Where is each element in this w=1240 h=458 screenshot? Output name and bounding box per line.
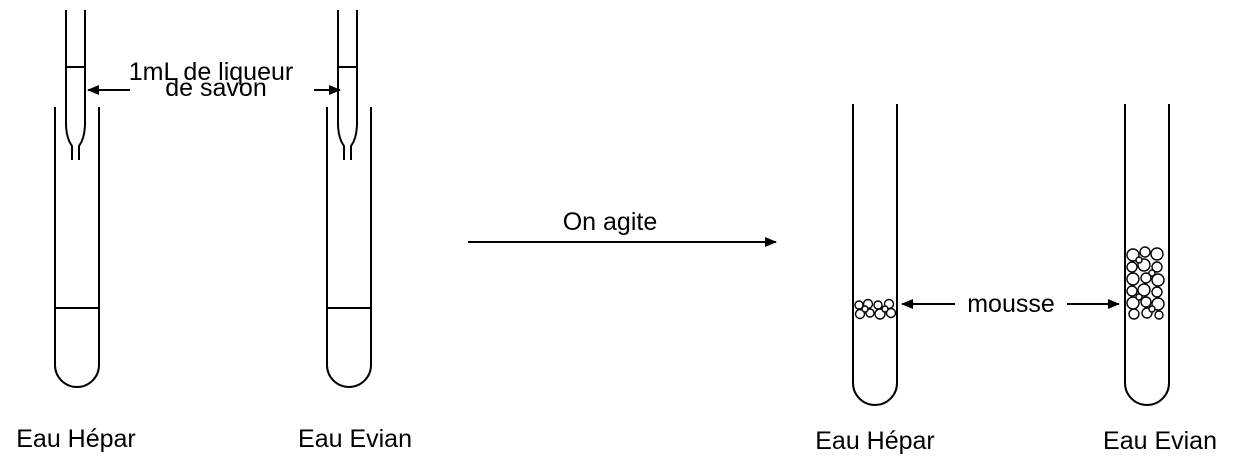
reagent-label-line1: 1mL de liqueur bbox=[129, 58, 293, 86]
test-tube-evian-before bbox=[326, 107, 372, 388]
test-tube-hepar-before bbox=[54, 107, 100, 388]
tube-label-hepar-before: Eau Hépar bbox=[16, 425, 136, 453]
foam-evian bbox=[1126, 246, 1165, 320]
reagent-label-line2: de savon bbox=[165, 74, 266, 102]
pipette-evian bbox=[337, 10, 358, 160]
test-tube-evian-after bbox=[1124, 104, 1170, 406]
foam-hepar bbox=[854, 298, 897, 320]
action-label: On agite bbox=[563, 208, 658, 236]
tube-label-evian-before: Eau Evian bbox=[298, 425, 412, 453]
test-tube-hepar-after bbox=[852, 104, 898, 406]
tube-label-evian-after: Eau Evian bbox=[1103, 427, 1217, 455]
tube-label-hepar-after: Eau Hépar bbox=[815, 427, 935, 455]
foam-label: mousse bbox=[967, 290, 1055, 318]
pipette-hepar bbox=[65, 10, 86, 160]
